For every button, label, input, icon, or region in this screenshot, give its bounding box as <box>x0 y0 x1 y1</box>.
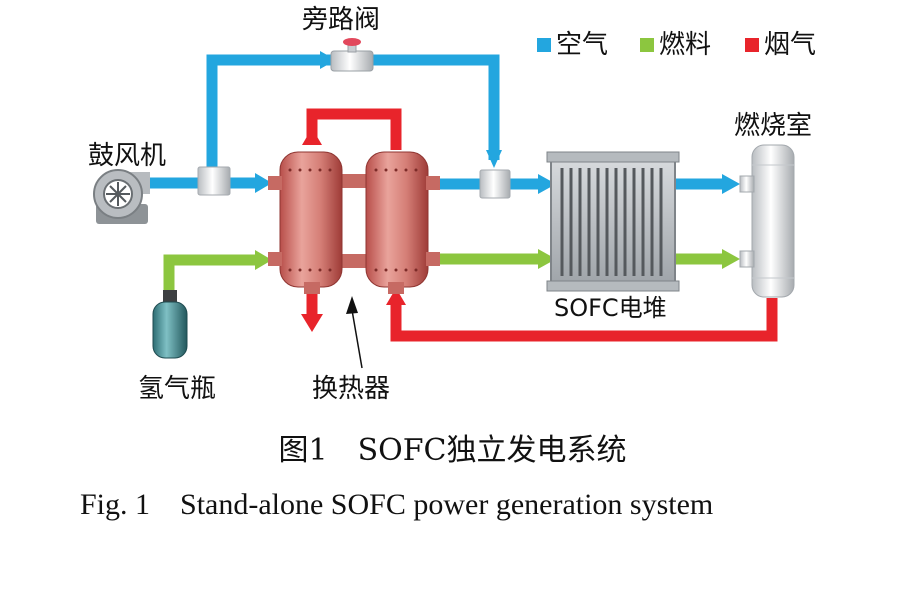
combustion-chamber-inlet-top <box>739 175 755 193</box>
legend-air-label: 空气 <box>556 30 608 60</box>
sofc-stack <box>546 151 680 292</box>
air-arrowhead-down <box>486 150 502 168</box>
heat-exchanger-left-shell <box>279 151 343 288</box>
heat-exchanger-right-shell <box>365 151 429 288</box>
sofc-stack-fins <box>560 168 663 276</box>
heat-exchanger-left-inlet-bottom <box>268 252 282 266</box>
air-arrowhead-combustor-in <box>722 174 740 194</box>
legend-flue-label: 烟气 <box>764 30 816 60</box>
bypass-valve-handle <box>343 38 361 46</box>
combustion-chamber-body <box>751 144 795 298</box>
heat-exchanger-connector-bottom <box>340 254 370 268</box>
heat-exchanger-right-outlet-top <box>426 176 440 190</box>
fuel-arrowhead-hx-in <box>255 250 272 270</box>
flue-arrowhead-loop <box>302 128 322 145</box>
figure-caption-english: Fig. 1 Stand-alone SOFC power generation… <box>80 488 714 521</box>
air-arrowhead-stack-in <box>538 174 556 194</box>
heat-exchanger-right-outlet-bottom <box>426 252 440 266</box>
air-arrowhead-bypass <box>320 51 336 69</box>
air-arrowheads <box>255 51 740 194</box>
flue-return-line <box>390 298 778 342</box>
hydrogen-bottle <box>152 290 188 359</box>
bypass-valve-label: 旁路阀 <box>302 5 380 35</box>
hydrogen-bottle-body <box>152 301 188 359</box>
blower-label: 鼓风机 <box>88 141 166 171</box>
flue-loop-line <box>306 108 402 150</box>
bypass-valve-body <box>330 50 374 72</box>
bypass-valve <box>330 38 374 72</box>
heat-exchanger <box>268 151 440 294</box>
air-bypass-line <box>206 54 333 172</box>
heat-exchanger-bolts <box>288 168 418 272</box>
legend-air-swatch <box>537 38 551 52</box>
combustion-chamber <box>739 144 795 298</box>
heat-exchanger-right-bottom-nozzle <box>388 282 404 294</box>
fuel-arrowheads <box>255 249 740 270</box>
heat-exchanger-label: 换热器 <box>312 374 390 404</box>
legend-flue-swatch <box>745 38 759 52</box>
flue-arrowheads <box>301 128 406 332</box>
legend: 空气 燃料 烟气 <box>537 30 816 60</box>
sofc-stack-bottom-plate <box>546 280 680 292</box>
hydrogen-bottle-valve <box>163 290 177 304</box>
fuel-supply-line <box>163 254 260 290</box>
blower <box>93 169 150 224</box>
figure-caption-chinese: 图1 SOFC独立发电系统 <box>278 433 627 468</box>
flue-arrowhead-return <box>386 288 406 305</box>
sofc-stack-label: SOFC电堆 <box>554 294 667 322</box>
combustion-chamber-label: 燃烧室 <box>734 111 812 141</box>
combustion-chamber-inlet-bottom <box>739 250 755 268</box>
fuel-arrowhead-stack-in <box>538 249 556 269</box>
heat-exchanger-pointer <box>346 296 363 369</box>
air-tee-fitting-right <box>479 169 511 199</box>
air-arrowhead-hx-in <box>255 173 272 193</box>
flue-arrowhead-exhaust <box>301 314 323 332</box>
air-bypass-line-2 <box>372 54 500 160</box>
sofc-stack-top-plate <box>546 151 680 163</box>
blower-fan-blades <box>106 182 130 206</box>
hydrogen-bottle-label: 氢气瓶 <box>138 374 216 404</box>
fuel-arrowhead-combustor-in <box>722 249 740 269</box>
fuel-lines <box>163 253 728 290</box>
heat-exchanger-connector-top <box>340 174 370 188</box>
legend-fuel-label: 燃料 <box>659 30 711 60</box>
heat-exchanger-left-bottom-nozzle <box>304 282 320 294</box>
legend-fuel-swatch <box>640 38 654 52</box>
heat-exchanger-left-inlet-top <box>268 176 282 190</box>
air-tee-fitting-left <box>197 166 231 196</box>
